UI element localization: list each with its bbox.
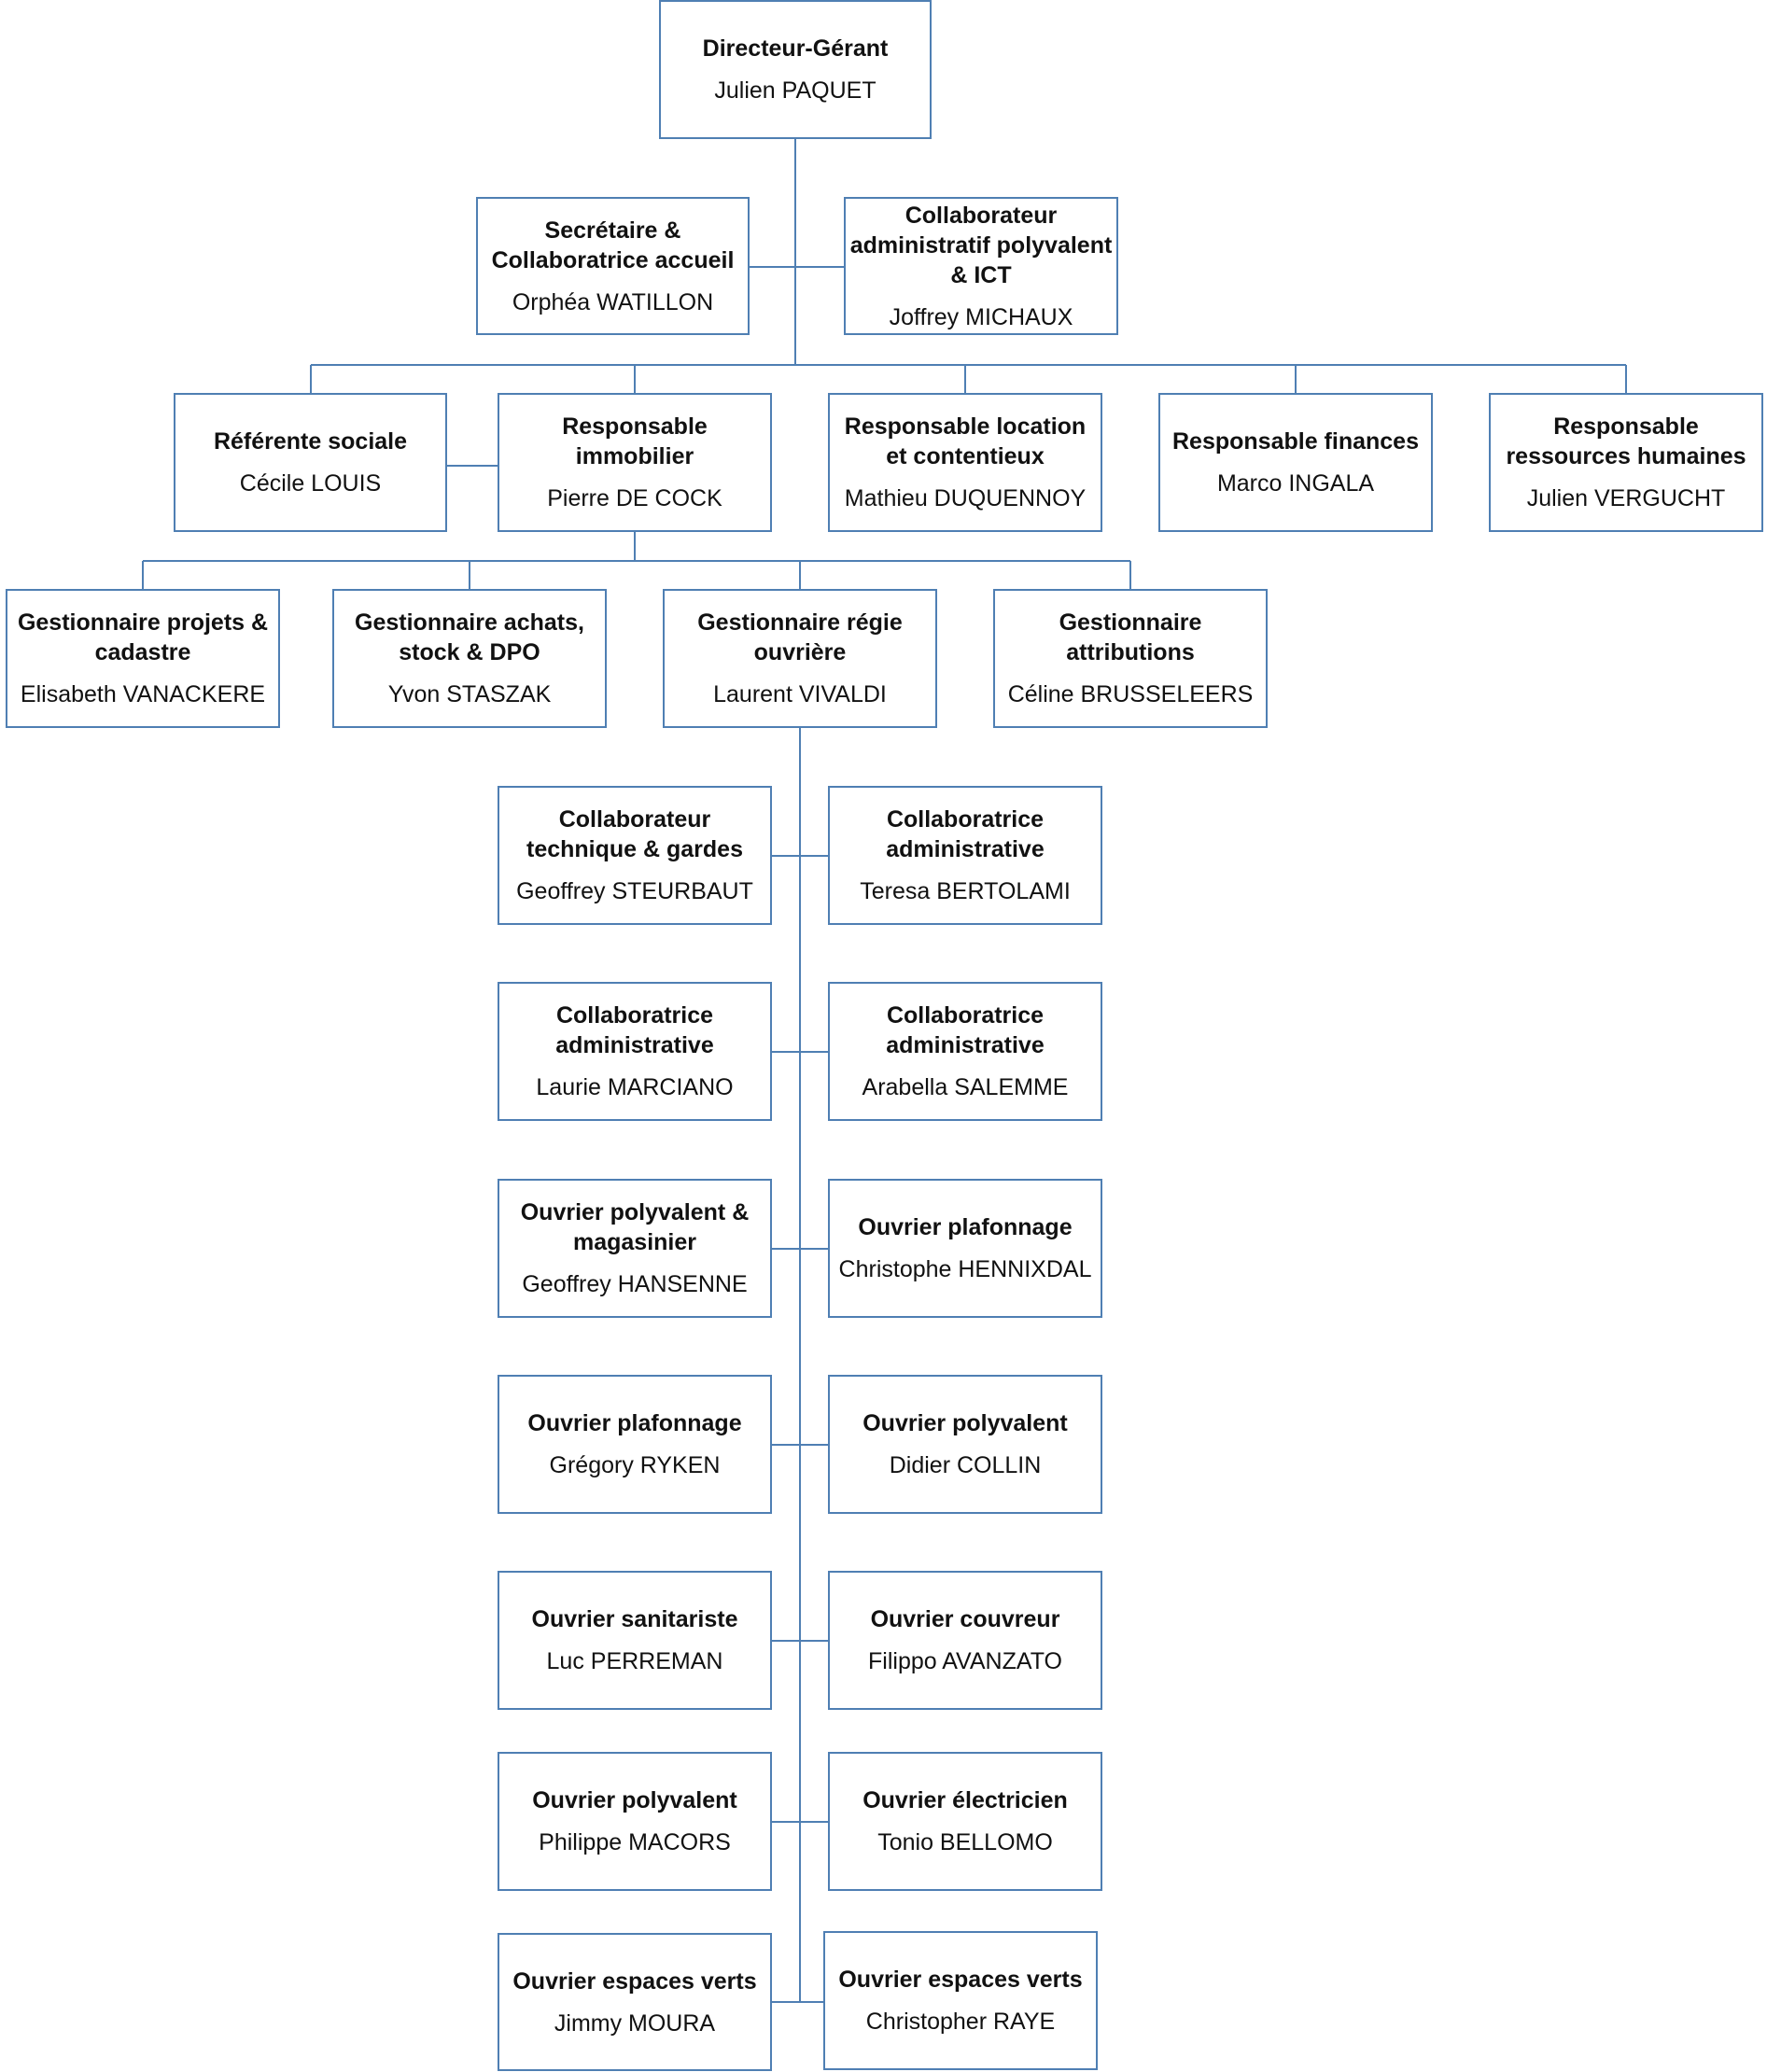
- org-node-resp-rh: Responsable ressources humaines Julien V…: [1489, 393, 1763, 532]
- org-node-collab-technique: Collaborateur technique & gardes Geoffre…: [498, 786, 772, 925]
- org-node-ouvrier-sanitariste: Ouvrier sanitariste Luc PERREMAN: [498, 1571, 772, 1710]
- node-title: Ouvrier sanitariste: [531, 1606, 738, 1632]
- node-title: Responsable ressources humaines: [1506, 413, 1746, 469]
- org-node-resp-location: Responsable location et contentieux Math…: [828, 393, 1102, 532]
- org-node-gest-attributions: Gestionnaire attributions Céline BRUSSEL…: [993, 589, 1268, 728]
- node-title: Ouvrier espaces verts: [512, 1967, 757, 1995]
- org-node-ouvrier-couvreur: Ouvrier couvreur Filippo AVANZATO: [828, 1571, 1102, 1710]
- org-node-collab-admin-3: Collaboratrice administrative Arabella S…: [828, 982, 1102, 1121]
- org-node-gest-regie: Gestionnaire régie ouvrière Laurent VIVA…: [663, 589, 937, 728]
- node-person: Joffrey MICHAUX: [889, 303, 1073, 330]
- node-person: Orphéa WATILLON: [512, 288, 714, 315]
- node-person: Philippe MACORS: [539, 1829, 731, 1855]
- node-person: Cécile LOUIS: [239, 470, 382, 497]
- node-title: Responsable finances: [1172, 428, 1419, 455]
- node-person: Mathieu DUQUENNOY: [844, 485, 1087, 511]
- node-person: Grégory RYKEN: [549, 1452, 721, 1478]
- node-person: Didier COLLIN: [889, 1452, 1042, 1478]
- org-node-referente-sociale: Référente sociale Cécile LOUIS: [174, 393, 447, 532]
- node-person: Filippo AVANZATO: [868, 1648, 1062, 1674]
- node-title: Responsable immobilier: [562, 413, 708, 469]
- org-node-ouvrier-plafonnage-1: Ouvrier plafonnage Christophe HENNIXDAL: [828, 1179, 1102, 1318]
- node-title: Gestionnaire projets & cadastre: [17, 609, 269, 665]
- node-title: Responsable location et contentieux: [844, 413, 1087, 469]
- node-person: Pierre DE COCK: [547, 485, 722, 511]
- node-title: Gestionnaire régie ouvrière: [697, 609, 903, 665]
- node-person: Geoffrey STEURBAUT: [516, 878, 753, 904]
- node-title: Directeur-Gérant: [702, 35, 889, 62]
- node-title: Secrétaire & Collaboratrice accueil: [491, 217, 735, 273]
- node-title: Ouvrier plafonnage: [527, 1410, 742, 1436]
- node-title: Ouvrier couvreur: [870, 1606, 1060, 1632]
- org-node-resp-immobilier: Responsable immobilier Pierre DE COCK: [498, 393, 772, 532]
- node-person: Julien VERGUCHT: [1526, 485, 1726, 511]
- node-title: Collaborateur technique & gardes: [526, 806, 743, 862]
- node-title: Gestionnaire attributions: [1059, 609, 1202, 665]
- node-title: Collaborateur administratif polyvalent &…: [849, 202, 1113, 288]
- node-title: Référente sociale: [213, 428, 408, 455]
- node-person: Elisabeth VANACKERE: [20, 681, 266, 707]
- node-person: Julien PAQUET: [714, 77, 876, 104]
- org-node-gest-projets: Gestionnaire projets & cadastre Elisabet…: [6, 589, 280, 728]
- org-node-ouvrier-espaces-verts-1: Ouvrier espaces verts Jimmy MOURA: [498, 1933, 772, 2071]
- node-title: Collaboratrice administrative: [886, 806, 1045, 862]
- org-node-ouvrier-polyvalent-2: Ouvrier polyvalent Philippe MACORS: [498, 1752, 772, 1891]
- node-person: Geoffrey HANSENNE: [522, 1271, 748, 1297]
- node-title: Collaboratrice administrative: [886, 1002, 1045, 1058]
- node-person: Arabella SALEMME: [862, 1074, 1069, 1100]
- node-person: Luc PERREMAN: [546, 1648, 723, 1674]
- org-node-ouvrier-magasinier: Ouvrier polyvalent & magasinier Geoffrey…: [498, 1179, 772, 1318]
- node-person: Teresa BERTOLAMI: [860, 878, 1071, 904]
- org-node-directeur: Directeur-Gérant Julien PAQUET: [659, 0, 932, 139]
- org-node-resp-finances: Responsable finances Marco INGALA: [1158, 393, 1433, 532]
- org-node-collab-admin-2: Collaboratrice administrative Laurie MAR…: [498, 982, 772, 1121]
- node-title: Ouvrier polyvalent & magasinier: [520, 1199, 750, 1255]
- node-title: Ouvrier polyvalent: [862, 1410, 1068, 1436]
- node-person: Laurent VIVALDI: [713, 681, 887, 707]
- org-node-secretaire: Secrétaire & Collaboratrice accueil Orph…: [476, 197, 750, 335]
- node-person: Yvon STASZAK: [387, 681, 552, 707]
- node-title: Ouvrier électricien: [862, 1787, 1068, 1813]
- org-node-ouvrier-polyvalent-1: Ouvrier polyvalent Didier COLLIN: [828, 1375, 1102, 1514]
- org-node-ouvrier-espaces-verts-2: Ouvrier espaces verts Christopher RAYE: [823, 1931, 1098, 2070]
- org-node-ouvrier-electricien: Ouvrier électricien Tonio BELLOMO: [828, 1752, 1102, 1891]
- node-person: Céline BRUSSELEERS: [1007, 681, 1254, 707]
- node-person: Marco INGALA: [1216, 470, 1375, 497]
- node-person: Laurie MARCIANO: [536, 1074, 734, 1100]
- org-node-ouvrier-plafonnage-2: Ouvrier plafonnage Grégory RYKEN: [498, 1375, 772, 1514]
- org-node-collab-admin-ict: Collaborateur administratif polyvalent &…: [844, 197, 1118, 335]
- org-node-gest-achats: Gestionnaire achats, stock & DPO Yvon ST…: [332, 589, 607, 728]
- node-person: Tonio BELLOMO: [877, 1829, 1053, 1855]
- node-person: Christophe HENNIXDAL: [838, 1256, 1092, 1282]
- node-title: Gestionnaire achats, stock & DPO: [355, 609, 584, 665]
- org-node-collab-admin-1: Collaboratrice administrative Teresa BER…: [828, 786, 1102, 925]
- node-title: Ouvrier plafonnage: [858, 1214, 1073, 1240]
- node-person: Christopher RAYE: [865, 2009, 1056, 2035]
- node-person: Jimmy MOURA: [554, 2009, 716, 2037]
- node-title: Collaboratrice administrative: [555, 1002, 714, 1058]
- node-title: Ouvrier espaces verts: [838, 1967, 1083, 1993]
- node-title: Ouvrier polyvalent: [532, 1787, 737, 1813]
